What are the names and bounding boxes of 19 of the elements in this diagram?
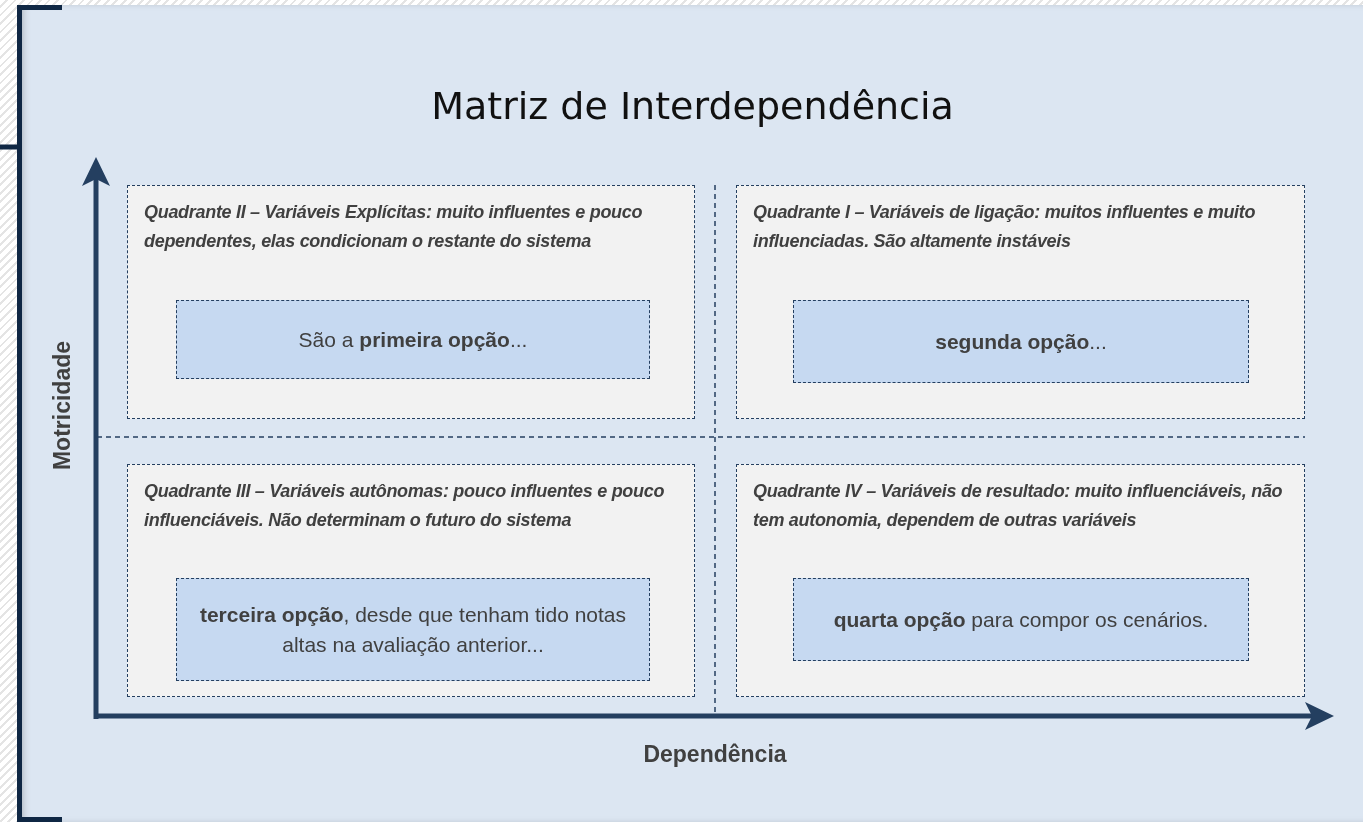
option-box: [793, 300, 1249, 383]
quadrant-description: Quadrante II – Variáveis Explícitas: muito influentes e pouco dependentes, elas condicionam o restante do sistema: [144, 201, 644, 253]
option-box: [176, 578, 650, 681]
option-text: quarta opção para compor os cenários.: [833, 606, 1209, 633]
quadrant-box: [127, 464, 695, 697]
option-box: [176, 300, 650, 379]
quadrant-box: [736, 464, 1305, 697]
quadrant-box: [127, 185, 695, 419]
quadrant-description: Quadrante IV – Variáveis de resultado: muito influenciáveis, não tem autonomia, dependem de outras variáveis: [753, 480, 1284, 532]
title: Matriz de Interdependência: [430, 84, 955, 128]
option-text: segunda opção...: [935, 328, 1107, 355]
option-box: [793, 578, 1249, 661]
axis-label: Motricidade: [48, 339, 76, 473]
axis-label: Dependência: [642, 741, 788, 768]
quadrant-box: [736, 185, 1305, 419]
quadrant-description: Quadrante I – Variáveis de ligação: muitos influentes e muito influenciadas. São altamente instáveis: [753, 201, 1257, 253]
option-text: terceira opção, desde que tenham tido notas altas na avaliação anterior...: [198, 601, 628, 658]
option-text: São a primeira opção...: [298, 326, 528, 353]
quadrant-description: Quadrante III – Variáveis autônomas: pouco influentes e pouco influenciáveis. Não determinam o futuro do sistema: [144, 480, 666, 532]
